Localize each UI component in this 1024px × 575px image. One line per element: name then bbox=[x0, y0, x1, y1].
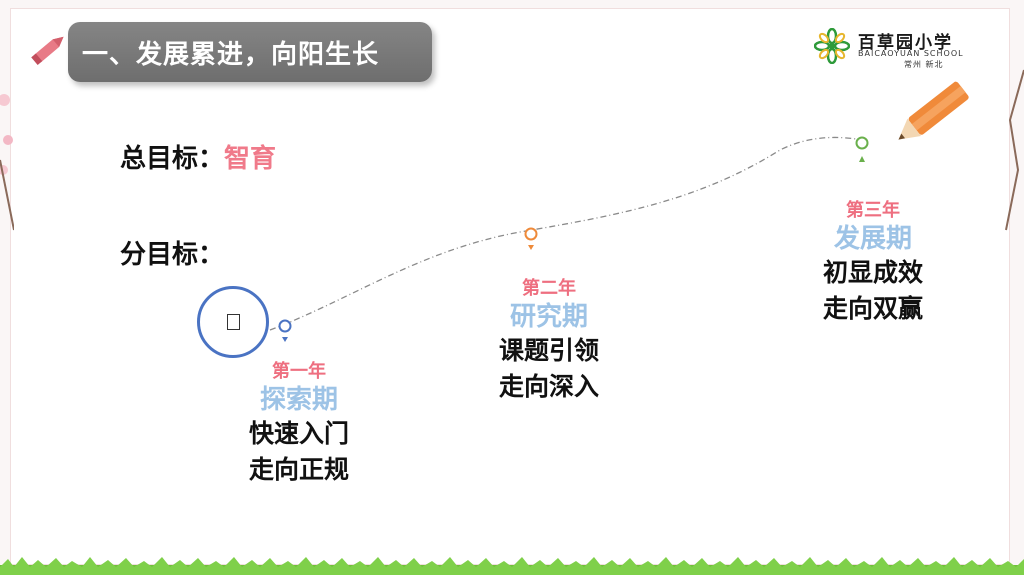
blossom-decoration-icon bbox=[0, 94, 14, 231]
school-english-name: BAICAOYUAN SCHOOL bbox=[858, 49, 964, 58]
stage-year: 第二年 bbox=[522, 278, 576, 299]
school-logo: 百草园小学 BAICAOYUAN SCHOOL 常州 新北 bbox=[814, 26, 984, 72]
stage-name: 研究期 bbox=[509, 302, 588, 332]
stage-year: 第一年 bbox=[272, 361, 326, 382]
page-title: 一、发展累进，向阳生长 bbox=[82, 39, 380, 70]
stage-line-2: 走向正规 bbox=[248, 455, 349, 484]
stage-name: 探索期 bbox=[259, 385, 338, 415]
flower-logo-icon bbox=[814, 28, 850, 64]
school-name: 百草园小学 bbox=[858, 33, 953, 53]
stage-line-2: 走向深入 bbox=[498, 372, 599, 401]
stage-line-1: 快速入门 bbox=[248, 419, 349, 448]
pencil-icon bbox=[898, 81, 969, 140]
stage-circle-button[interactable] bbox=[197, 286, 269, 358]
title-bar: 一、发展累进，向阳生长 bbox=[68, 22, 432, 82]
missing-glyph-icon bbox=[226, 314, 240, 330]
fountain-pen-icon bbox=[31, 36, 64, 66]
overall-goal-value: 智育 bbox=[224, 144, 277, 174]
grass-decoration-icon bbox=[0, 557, 1024, 575]
stage-line-1: 初显成效 bbox=[822, 258, 923, 287]
stage-line-2: 走向双赢 bbox=[822, 294, 923, 323]
school-city: 常州 新北 bbox=[904, 60, 944, 69]
stage-first-year: 第一年 探索期 快速入门 走向正规 bbox=[224, 360, 374, 488]
stage-line-1: 课题引领 bbox=[498, 336, 599, 365]
stage-name: 发展期 bbox=[833, 224, 912, 254]
overall-goal-label: 总目标： bbox=[120, 144, 225, 174]
overall-goal: 总目标：智育 bbox=[120, 138, 276, 175]
branch-decoration-icon bbox=[1005, 69, 1024, 231]
stage-year: 第三年 bbox=[846, 200, 900, 221]
stage-second-year: 第二年 研究期 课题引领 走向深入 bbox=[474, 277, 624, 405]
sub-goal-label: 分目标： bbox=[120, 240, 225, 270]
stage-third-year: 第三年 发展期 初显成效 走向双赢 bbox=[798, 199, 948, 327]
